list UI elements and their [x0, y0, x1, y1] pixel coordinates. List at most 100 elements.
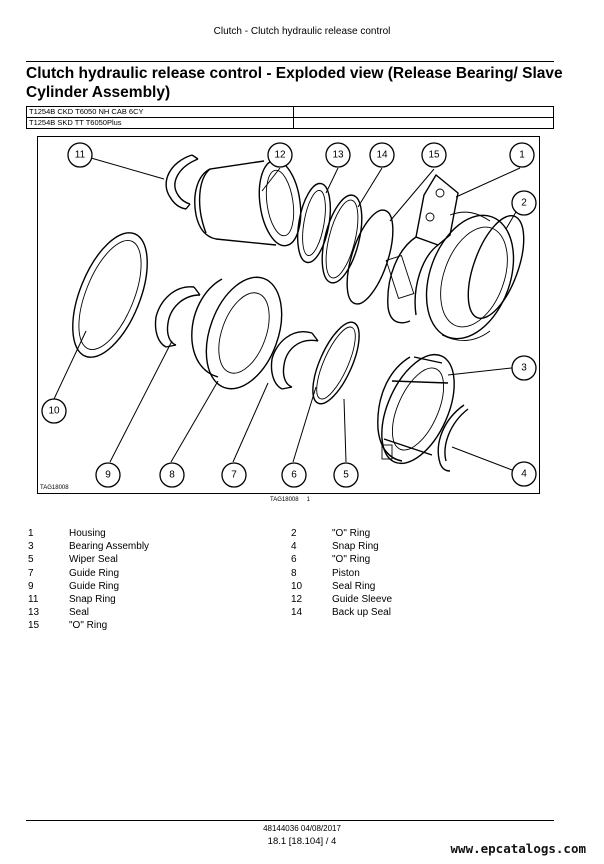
part-piston-8 [191, 276, 283, 390]
legend-name: Seal Ring [332, 580, 376, 592]
svg-text:6: 6 [291, 470, 297, 481]
list-item: 11 Snap Ring [28, 593, 149, 606]
list-item: 6 "O" Ring [291, 553, 392, 566]
exploded-view-figure: 11 12 13 14 15 1 2 3 4 5 6 7 8 9 10 TAG1… [37, 136, 540, 494]
legend-name: Guide Sleeve [332, 593, 393, 605]
list-item: 5 Wiper Seal [28, 553, 149, 566]
callout-3: 3 [511, 355, 537, 381]
callout-2: 2 [511, 190, 537, 216]
legend-number: 12 [291, 593, 303, 605]
list-item: 8 Piston [291, 567, 392, 580]
legend-number: 7 [28, 567, 34, 579]
page-title: Clutch hydraulic release control - Explo… [26, 65, 563, 101]
callout-8: 8 [159, 462, 185, 488]
callout-12: 12 [267, 142, 293, 168]
page-number: 18.1 [18.104] / 4 [267, 836, 337, 847]
legend-number: 15 [28, 620, 40, 632]
svg-text:10: 10 [48, 406, 60, 417]
svg-text:2: 2 [521, 198, 527, 209]
legend-name: Guide Ring [69, 567, 120, 579]
model-code-cell: T1254B SKD TT T6050Plus [26, 117, 294, 129]
legend-name: "O" Ring [332, 554, 371, 566]
running-header: Clutch - Clutch hydraulic release contro… [213, 26, 391, 37]
legend-number: 13 [28, 607, 40, 619]
svg-text:12: 12 [274, 150, 286, 161]
part-o-ring-6 [312, 321, 360, 405]
legend-name: "O" Ring [332, 528, 371, 539]
svg-text:14: 14 [376, 150, 388, 161]
legend-number: 1 [28, 528, 34, 539]
list-item: 4 Snap Ring [291, 540, 392, 553]
legend-name: Wiper Seal [69, 554, 118, 566]
list-item: 10 Seal Ring [291, 580, 392, 593]
callout-6: 6 [281, 462, 307, 488]
callout-13: 13 [325, 142, 351, 168]
part-snap-ring-4 [437, 404, 469, 472]
part-back-up-seal-14 [321, 194, 363, 284]
legend-number: 2 [291, 528, 297, 539]
callout-1: 1 [509, 142, 535, 168]
model-value-cell [293, 106, 554, 118]
part-housing-1 [385, 173, 459, 324]
list-item: 14 Back up Seal [291, 606, 392, 619]
table-row: T1254B CKD T6050 NH CAB 6CY [26, 106, 554, 118]
callout-14: 14 [369, 142, 395, 168]
legend-name: "O" Ring [69, 620, 108, 632]
legend-number: 4 [291, 541, 297, 553]
table-row: T1254B SKD TT T6050Plus [26, 117, 554, 129]
legend-name: Back up Seal [332, 607, 391, 619]
model-code-cell: T1254B CKD T6050 NH CAB 6CY [26, 106, 294, 118]
legend-number: 5 [28, 554, 34, 566]
applicability-table: T1254B CKD T6050 NH CAB 6CY T1254B SKD T… [26, 106, 554, 129]
part-o-ring-15 [346, 209, 394, 305]
model-value-cell [293, 117, 554, 129]
part-guide-sleeve-12 [194, 159, 302, 247]
legend-name: Snap Ring [69, 593, 116, 605]
callout-4: 4 [511, 461, 537, 487]
part-snap-ring-11 [165, 154, 199, 210]
list-item: 7 Guide Ring [28, 567, 149, 580]
part-seal-ring-10 [72, 232, 148, 358]
list-item: 15 "O" Ring [28, 619, 149, 632]
callout-15: 15 [421, 142, 447, 168]
list-item: 2 "O" Ring [291, 527, 392, 540]
legend-number: 10 [291, 580, 303, 592]
legend-number: 6 [291, 554, 297, 566]
legend-number: 14 [291, 607, 303, 619]
header-rule [26, 61, 554, 62]
figure-caption-code: TAG18008 [270, 497, 299, 503]
legend-name: Snap Ring [332, 541, 379, 553]
svg-text:4: 4 [521, 469, 527, 480]
part-guide-ring-9 [154, 286, 201, 348]
list-item: 13 Seal [28, 606, 149, 619]
legend-name: Guide Ring [69, 580, 120, 592]
callout-5: 5 [333, 462, 359, 488]
svg-text:3: 3 [521, 363, 527, 374]
svg-text:11: 11 [75, 150, 86, 161]
footer-rule [26, 820, 554, 821]
svg-text:8: 8 [169, 470, 175, 481]
document-code: 48144036 04/08/2017 [263, 824, 341, 833]
svg-text:13: 13 [332, 150, 344, 161]
legend-number: 11 [28, 593, 39, 605]
svg-text:9: 9 [105, 470, 111, 481]
legend-number: 8 [291, 567, 297, 579]
figure-caption-index: 1 [306, 497, 310, 503]
parts-legend-right: 2 "O" Ring 4 Snap Ring 6 "O" Ring 8 Piston 1… [291, 527, 392, 619]
legend-name: Piston [332, 567, 360, 579]
legend-name: Seal [69, 607, 90, 619]
svg-text:7: 7 [231, 470, 237, 481]
figure-caption: TAG18008 1 [270, 497, 310, 503]
part-o-ring-2 [425, 211, 525, 341]
legend-name: Bearing Assembly [69, 541, 150, 553]
part-guide-ring-7 [270, 331, 319, 390]
callout-leaders [53, 157, 521, 474]
part-bearing-assembly-3 [377, 353, 455, 465]
list-item: 9 Guide Ring [28, 580, 149, 593]
svg-text:15: 15 [428, 150, 440, 161]
exploded-view-drawing: 11 12 13 14 15 1 2 3 4 5 6 7 8 9 10 [41, 142, 537, 488]
callout-9: 9 [95, 462, 121, 488]
legend-number: 9 [28, 580, 34, 592]
